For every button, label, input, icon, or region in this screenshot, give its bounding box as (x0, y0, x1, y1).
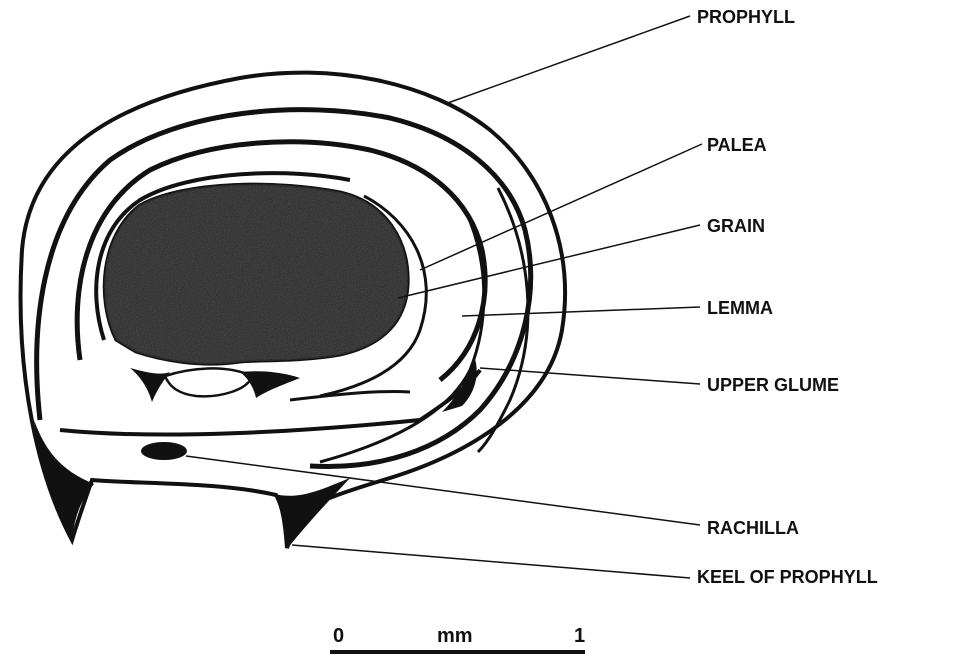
rachilla-shape (141, 442, 187, 460)
leader-line-prophyll (445, 16, 690, 104)
label-keel-of-prophyll: KEEL OF PROPHYLL (697, 568, 878, 586)
label-rachilla: RACHILLA (707, 519, 799, 537)
label-grain: GRAIN (707, 217, 765, 235)
label-upper-glume: UPPER GLUME (707, 376, 839, 394)
label-prophyll: PROPHYLL (697, 8, 795, 26)
scale-bar-start: 0 (333, 626, 344, 646)
leader-line-keel (292, 545, 690, 578)
label-palea: PALEA (707, 136, 767, 154)
label-lemma: LEMMA (707, 299, 773, 317)
scale-bar-end: 1 (574, 626, 585, 646)
scale-bar-unit: mm (437, 626, 473, 646)
grain-texture (104, 184, 408, 364)
